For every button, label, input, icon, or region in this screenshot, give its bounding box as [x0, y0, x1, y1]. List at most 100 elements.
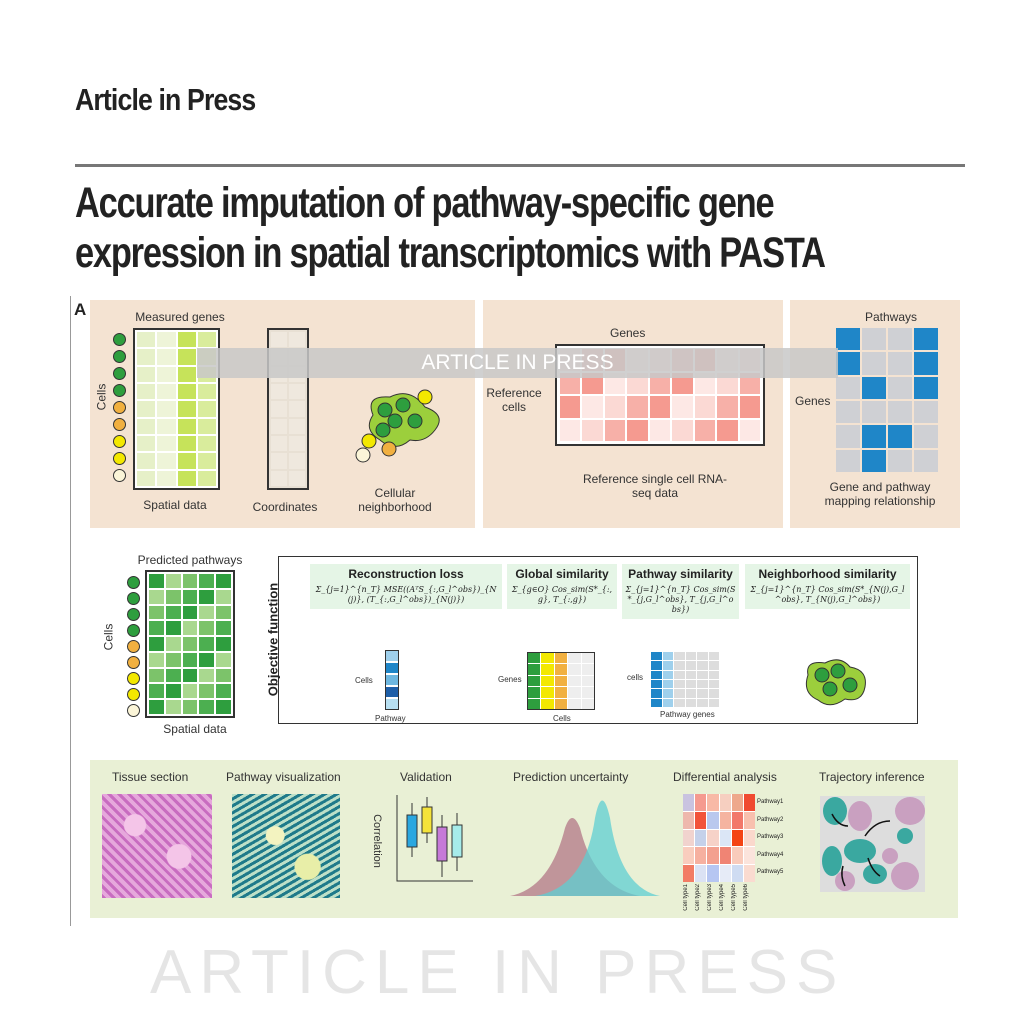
pathway-visualization-label: Pathway visualization [226, 770, 341, 784]
pathway-grid-icon [651, 652, 719, 707]
grid-cell [165, 668, 181, 683]
cell-type-label: Cell type3 [707, 884, 713, 911]
grid-cell [157, 366, 176, 382]
grid-cell [199, 637, 215, 651]
grid-cell [137, 435, 156, 452]
grid-cell [685, 698, 696, 707]
grid-cell [137, 418, 156, 434]
grid-cell [662, 689, 673, 698]
grid-cell [697, 670, 708, 679]
watermark-banner: ARTICLE IN PRESS [197, 348, 838, 378]
grid-cell [719, 865, 731, 882]
cells-label: Cells [94, 383, 109, 411]
grid-cell [731, 829, 743, 847]
grid-cell [554, 698, 568, 709]
grid-cell [695, 829, 707, 847]
grid-cell [149, 605, 164, 620]
grid-cell [560, 396, 581, 418]
grid-cell [528, 675, 541, 687]
grid-cell [216, 700, 231, 714]
correlation-label: Correlation [370, 814, 383, 868]
grid-cell [888, 376, 912, 399]
cell-dot [113, 401, 126, 414]
prediction-uncertainty-label: Prediction uncertainty [513, 770, 629, 784]
grid-cell [541, 653, 554, 664]
figure [70, 296, 965, 926]
grid-cell [697, 661, 708, 670]
grid-cell [271, 435, 287, 452]
neighborhood-label: Cellular neighborhood [358, 486, 432, 514]
grid-cell [708, 652, 719, 661]
grid-cell [541, 675, 554, 687]
mapping-grid [836, 328, 938, 472]
cells-icon-label-2: Cells [553, 714, 571, 723]
grid-cell [662, 652, 673, 661]
pathway-visualization-image [232, 794, 340, 898]
grid-cell [685, 670, 696, 679]
grid-cell [862, 449, 886, 472]
grid-cell [739, 396, 760, 418]
grid-cell [649, 396, 671, 418]
pathway-label: Pathway2 [757, 816, 784, 823]
grid-cell [271, 470, 287, 486]
grid-cell [182, 668, 198, 683]
grid-cell [177, 401, 196, 417]
grid-cell [888, 400, 912, 424]
grid-cell [719, 847, 731, 865]
term-title: Pathway similarity [628, 567, 733, 581]
cell-type-label: Cell type5 [731, 884, 737, 911]
cell-type-label: Cell type6 [743, 884, 749, 911]
grid-cell [862, 328, 886, 351]
grid-cell [568, 687, 581, 698]
grid-cell [862, 425, 886, 448]
genes-row-label: Genes [795, 394, 831, 408]
grid-cell [271, 383, 287, 400]
diagonal-watermark: ARTICLE IN PRESS [150, 938, 846, 1007]
cell-dot [113, 418, 126, 431]
objective-function-box [278, 556, 918, 724]
grid-cell [182, 652, 198, 667]
grid-cell [216, 605, 231, 620]
grid-cell [137, 383, 156, 400]
grid-cell [165, 652, 181, 667]
grid-cell [149, 668, 164, 683]
trajectory-inference-label: Trajectory inference [819, 770, 925, 784]
grid-cell [177, 418, 196, 434]
grid-cell [914, 400, 938, 424]
grid-cell [743, 865, 755, 882]
grid-cell [271, 418, 287, 434]
grid-cell [199, 589, 215, 604]
grid-cell [289, 332, 305, 348]
grid-cell [743, 811, 755, 829]
grid-cell [914, 376, 938, 399]
grid-cell [177, 470, 196, 486]
grid-cell [685, 661, 696, 670]
grid-cell [685, 689, 696, 698]
predicted-pathways-label: Predicted pathways [137, 553, 243, 567]
grid-cell [914, 328, 938, 351]
grid-cell [386, 675, 398, 685]
term-formula: Σ_{j=1}^{n_T} Cos_sim(S*_{j,G_l^obs}, T_… [625, 585, 736, 614]
grid-cell [707, 794, 719, 811]
grid-cell [541, 698, 554, 709]
cell-dots-2 [127, 576, 140, 717]
grid-cell [694, 419, 716, 441]
grid-cell [717, 419, 738, 441]
grid-cell [707, 811, 719, 829]
grid-cell [674, 661, 685, 670]
grid-cell [743, 847, 755, 865]
grid-cell [836, 376, 860, 399]
cell-dot [127, 624, 140, 637]
grid-cell [554, 675, 568, 687]
grid-cell [695, 865, 707, 882]
grid-cell [683, 794, 695, 811]
grid-cell [177, 366, 196, 382]
grid-cell [157, 383, 176, 400]
cell-type-label: Cell type1 [683, 884, 689, 911]
grid-cell [568, 664, 581, 675]
genes-label: Genes [610, 326, 646, 340]
grid-cell [914, 352, 938, 375]
grid-cell [182, 574, 198, 588]
grid-cell [182, 621, 198, 636]
